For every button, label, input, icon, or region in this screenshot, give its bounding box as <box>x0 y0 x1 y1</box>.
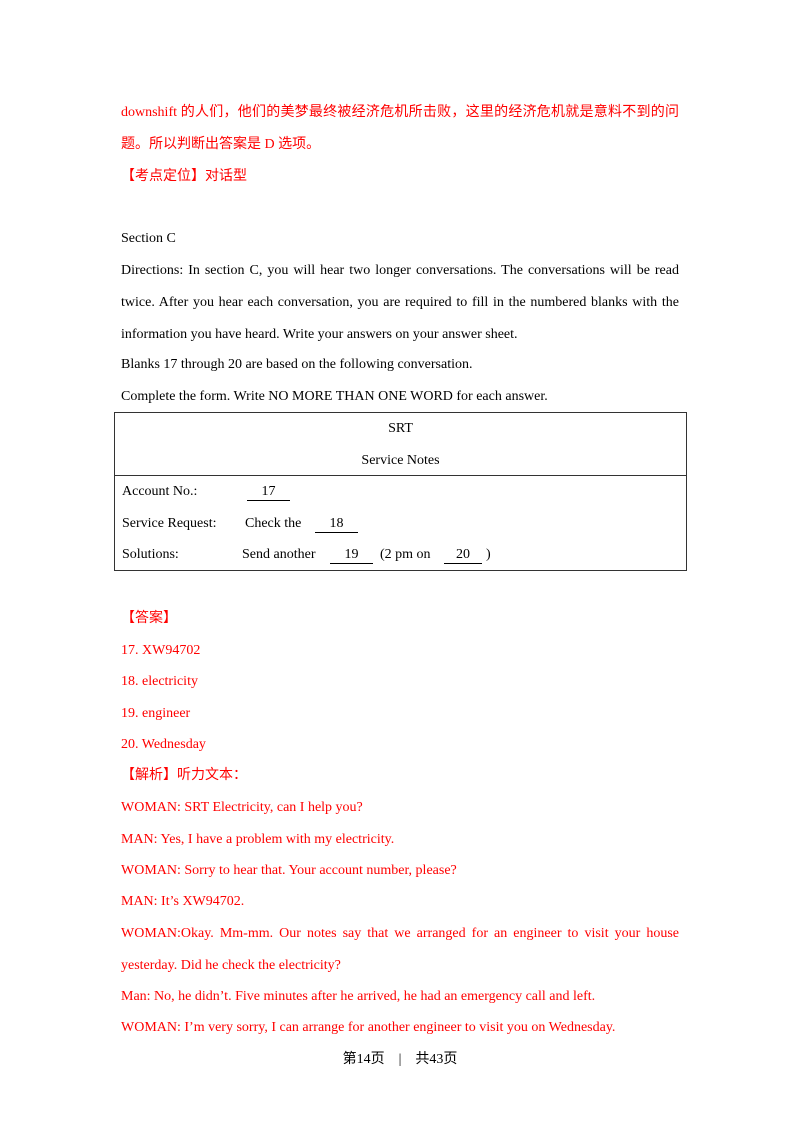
transcript-line: MAN: It’s XW94702. <box>121 894 245 909</box>
account-row: Account No.: 17 <box>122 484 686 502</box>
form-instruction: Complete the form. Write NO MORE THAN ON… <box>121 389 548 404</box>
directions-line-1: Directions: In section C, you will hear … <box>121 263 679 278</box>
answer-item: 20. Wednesday <box>121 737 206 752</box>
service-request-label: Service Request: <box>122 516 217 531</box>
blank-17: 17 <box>247 484 290 501</box>
analysis-continuation-line-1: downshift 的人们，他们的美梦最终被经济危机所击败，这里的经济危机就是意… <box>121 105 679 120</box>
form-subtitle: Service Notes <box>361 453 440 468</box>
answer-item: 19. engineer <box>121 706 191 721</box>
answer-item: 17. XW94702 <box>121 643 201 658</box>
page-footer: 第14页 | 共43页 <box>0 1048 800 1068</box>
transcript-line: WOMAN: SRT Electricity, can I help you? <box>121 800 363 815</box>
transcript-line: Man: No, he didn’t. Five minutes after h… <box>121 989 596 1004</box>
solutions-close-paren: ) <box>486 547 491 562</box>
transcript-line: WOMAN:Okay. Mm-mm. Our notes say that we… <box>121 926 679 941</box>
form-header: SRT Service Notes <box>114 412 687 476</box>
service-request-row: Service Request: Check the 18 <box>122 516 686 534</box>
solutions-text: Send another <box>242 547 316 562</box>
blanks-note: Blanks 17 through 20 are based on the fo… <box>121 357 473 372</box>
solutions-label: Solutions: <box>122 547 179 562</box>
transcript-line: WOMAN: I’m very sorry, I can arrange for… <box>121 1020 616 1035</box>
analysis-continuation-line-2: 题。所以判断出答案是 D 选项。 <box>121 137 321 152</box>
section-heading: Section C <box>121 231 176 246</box>
blank-20: 20 <box>444 547 482 564</box>
form-body: Account No.: 17 Service Request: Check t… <box>114 475 687 571</box>
kaodian-label: 【考点定位】对话型 <box>121 169 247 184</box>
blank-19: 19 <box>330 547 373 564</box>
blank-18: 18 <box>315 516 358 533</box>
answers-heading: 【答案】 <box>121 611 177 626</box>
service-request-text: Check the <box>245 516 302 531</box>
solutions-time-text: (2 pm on <box>380 547 431 562</box>
answer-item: 18. electricity <box>121 674 198 689</box>
directions-line-2: twice. After you hear each conversation,… <box>121 295 679 310</box>
directions-line-3: information you have heard. Write your a… <box>121 327 518 342</box>
transcript-line: yesterday. Did he check the electricity? <box>121 958 341 973</box>
footer-separator: | <box>398 1052 402 1067</box>
service-notes-form: SRT Service Notes Account No.: 17 Servic… <box>114 412 687 571</box>
transcript-line: WOMAN: Sorry to hear that. Your account … <box>121 863 457 878</box>
analysis-heading: 【解析】听力文本： <box>121 768 247 783</box>
current-page: 第14页 <box>342 1052 385 1067</box>
form-title: SRT <box>388 421 413 436</box>
account-label: Account No.: <box>122 484 198 499</box>
total-pages: 共43页 <box>415 1052 458 1067</box>
solutions-row: Solutions: Send another 19 (2 pm on 20 ) <box>122 547 686 565</box>
transcript-line: MAN: Yes, I have a problem with my elect… <box>121 832 395 847</box>
